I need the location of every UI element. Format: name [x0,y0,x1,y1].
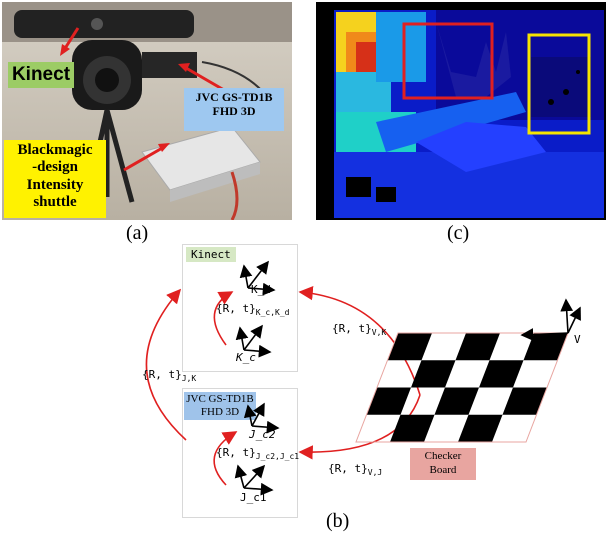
jvc-photo-tag: JVC GS-TD1B FHD 3D [184,88,284,131]
checker-board-label: Checker Board [410,448,476,480]
jvc-photo-tag-line2: FHD 3D [212,103,256,118]
kinect-kc-label: K_c [236,351,256,364]
vk-transform-sub: V,K [371,328,387,338]
jvc-to-kinect-arrow [145,288,187,441]
kinect-internal-arrow [213,291,234,346]
checker-board-line2: Board [429,463,457,476]
jvc-c1-label: J_c1 [240,491,267,504]
vk-transform-label: {R, t}V,K [332,322,386,337]
kinect-transform-label: {R, t}K_c,K_d [216,302,289,317]
checker-square [387,333,432,361]
kinect-transform-main: {R, t} [216,302,256,315]
checker-square [458,414,503,442]
photo-panel: Kinect JVC GS-TD1B FHD 3D Blackmagic -de… [2,2,292,220]
board-to-kinect-arrow [298,285,421,396]
checker-square [390,414,435,442]
checkerboard [366,333,568,442]
checker-square [523,333,568,361]
jvc-transform-main: {R, t} [216,446,256,459]
left-transform-sub: J,K [181,374,197,384]
bm-line1: Blackmagic [17,142,93,158]
vj-transform-sub: V,J [367,468,383,478]
panel-a-label: (a) [126,222,149,244]
jvc-c2-axes [243,402,280,434]
jvc-c1-axes [234,464,274,496]
panel-b-label: (b) [326,510,350,532]
bm-line2: -design [32,159,78,176]
board-axes [520,298,581,341]
left-transform-label: {R, t}J,K [142,368,196,383]
vj-transform-label: {R, t}V,J [328,462,382,477]
board-to-jvc-arrow [298,394,421,460]
jvc-photo-tag-line1: JVC GS-TD1B [195,90,273,104]
panel-c-label: (c) [447,222,470,244]
checker-square [502,387,547,415]
checker-square [479,360,524,388]
kinect-photo-tag: Kinect [8,62,74,88]
blackmagic-photo-tag: Blackmagic -design Intensity shuttle [4,140,106,218]
jvc-box-title-line1: JVC GS-TD1B [186,393,254,405]
checker-square [455,333,500,361]
kinect-color-axes [235,324,272,358]
checker-board-line1: Checker [424,450,462,462]
bm-line4: shuttle [33,193,77,210]
checker-square [411,360,456,388]
jvc-transform-sub: J_c2,J_c1 [255,452,300,462]
kinect-transform-sub: K_c,K_d [255,308,290,318]
jvc-internal-arrow [213,431,238,486]
board-v-label: V [574,333,581,346]
vk-transform-main: {R, t} [332,322,372,335]
checker-square [366,387,411,415]
depth-map-illustration [334,10,604,218]
checkerboard-border [355,332,569,443]
checker-square [434,387,479,415]
kinect-depth-axes [239,260,276,296]
kinect-kd-label: K_d [251,283,271,296]
jvc-box-title-line2: FHD 3D [200,406,240,419]
jvc-c2-label: J_c2 [249,428,276,441]
kinect-box-title: Kinect [186,247,236,262]
jvc-transform-label: {R, t}J_c2,J_c1 [216,446,299,461]
depth-panel [316,2,606,220]
bm-line3: Intensity [26,176,84,193]
vj-transform-main: {R, t} [328,462,368,475]
left-transform-main: {R, t} [142,368,182,381]
